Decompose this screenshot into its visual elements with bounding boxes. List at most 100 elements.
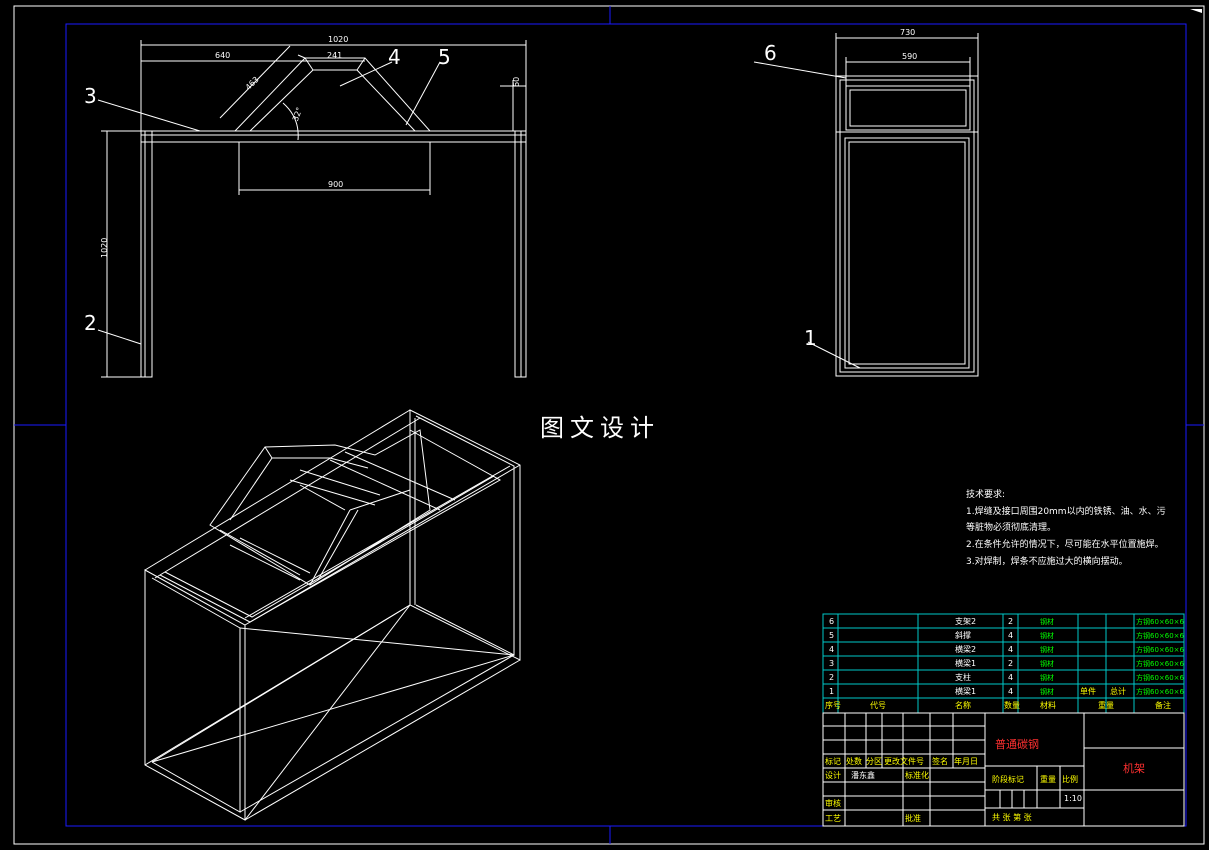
dim-incline: 463 [244, 75, 261, 92]
bom-name: 横梁1 [955, 686, 976, 696]
centering-marks [14, 6, 1204, 844]
bom-table: 6 支架2 2 钢材 方钢60×60×6 5 斜撑 4 钢材 方钢60×60×6… [822, 613, 1185, 714]
callout-6: 6 [764, 41, 777, 65]
bom-material: 钢材 [1040, 659, 1054, 668]
bom-material: 钢材 [1040, 687, 1054, 696]
bom-row: 5 斜撑 4 钢材 方钢60×60×6 [829, 630, 1185, 640]
bom-header-no: 序号 [825, 700, 841, 710]
tb-review: 审核 [825, 798, 841, 808]
tb-sheets: 共 张 第 张 [992, 812, 1032, 822]
bom-material: 钢材 [1040, 673, 1054, 682]
front-hopper-frame [234, 54, 431, 132]
bom-header-total: 总计 [1110, 686, 1126, 696]
bom-row: 4 横梁2 4 钢材 方钢60×60×6 [829, 644, 1185, 654]
dim-height: 1020 [100, 238, 109, 258]
dim-left-segment: 640 [215, 51, 230, 60]
tb-scale: 1:10 [1064, 794, 1082, 803]
callout-3: 3 [84, 84, 97, 108]
front-view: 1020 640 241 463 32° 900 1020 60 3 2 4 5 [84, 35, 527, 378]
front-left-leg [140, 130, 153, 378]
dim-side-outer: 730 [900, 28, 915, 37]
notes-line-1: 1.焊缝及接口周围20mm以内的铁锈、油、水、污 [966, 505, 1166, 517]
callout-5: 5 [438, 45, 451, 69]
bom-no: 1 [829, 687, 834, 696]
notes-line-3: 2.在条件允许的情况下，尽可能在水平位置施焊。 [966, 538, 1164, 550]
watermark-text: 图文设计 [540, 414, 660, 442]
side-outer-frame [835, 75, 979, 377]
tb-sign: 签名 [932, 756, 948, 766]
bom-material: 钢材 [1040, 617, 1054, 626]
tb-mark: 标记 [825, 756, 841, 766]
side-dimensions [753, 33, 979, 369]
bom-row: 3 横梁1 2 钢材 方钢60×60×6 [829, 658, 1185, 668]
bom-name: 支柱 [955, 672, 971, 682]
bom-spec: 方钢60×60×6 [1136, 645, 1185, 654]
isometric-view [144, 409, 521, 821]
dim-bottom-span: 900 [328, 180, 343, 189]
side-view: 730 590 6 1 [753, 28, 979, 377]
bom-header-qty: 数量 [1004, 700, 1020, 710]
bom-spec: 方钢60×60×6 [1136, 631, 1185, 640]
title-block: 普通碳钢 机架 标记 处数 分区 更改文件号 签名 年月日 设计 潘东鑫 标准化… [822, 712, 1185, 827]
bom-spec: 方钢60×60×6 [1136, 617, 1185, 626]
notes-title: 技术要求: [966, 488, 1005, 500]
tb-change-doc: 更改文件号 [884, 756, 924, 766]
bom-material: 钢材 [1040, 645, 1054, 654]
bom-header-material: 材料 [1040, 700, 1056, 710]
bom-qty: 4 [1008, 673, 1013, 682]
bom-name: 横梁1 [955, 658, 976, 668]
callout-2: 2 [84, 311, 97, 335]
tb-designer: 潘东鑫 [851, 770, 875, 780]
tb-count: 处数 [846, 756, 862, 766]
orientation-mark [1190, 9, 1202, 13]
side-top-box [845, 85, 971, 131]
dim-beam-height: 60 [512, 77, 521, 87]
angle-arc [282, 102, 299, 141]
dim-angle: 32° [291, 106, 304, 122]
bom-no: 5 [829, 631, 834, 640]
tb-stage-mark: 阶段标记 [992, 774, 1024, 784]
bom-qty: 4 [1008, 645, 1013, 654]
front-top-beam [140, 130, 527, 143]
bom-qty: 2 [1008, 617, 1013, 626]
tb-date: 年月日 [954, 756, 978, 766]
bom-name: 支架2 [955, 616, 976, 626]
bom-no: 6 [829, 617, 834, 626]
front-callout-leaders [97, 61, 441, 345]
callout-4: 4 [388, 45, 401, 69]
dim-side-inner: 590 [902, 52, 917, 61]
tb-process: 工艺 [825, 814, 841, 823]
bom-header: 序号 代号 名称 数量 材料 单件 总计 重量 备注 [825, 686, 1171, 710]
tb-standard: 标准化 [905, 770, 929, 780]
dim-total-width: 1020 [328, 35, 348, 44]
front-dimensions [101, 40, 527, 378]
bom-header-weight: 重量 [1098, 700, 1114, 710]
bom-qty: 2 [1008, 659, 1013, 668]
notes-line-2: 等脏物必须彻底清理。 [966, 521, 1056, 533]
bom-name: 斜撑 [955, 630, 971, 640]
tb-zone: 分区 [866, 757, 882, 766]
tb-material: 普通碳钢 [995, 737, 1039, 751]
tb-design: 设计 [825, 770, 841, 780]
bom-no: 4 [829, 645, 834, 654]
tb-weight: 重量 [1040, 774, 1056, 784]
bom-header-code: 代号 [870, 700, 886, 710]
bom-qty: 4 [1008, 631, 1013, 640]
callout-1: 1 [804, 326, 817, 350]
tb-drawing-name: 机架 [1123, 761, 1145, 775]
bom-no: 2 [829, 673, 834, 682]
bom-qty: 4 [1008, 687, 1013, 696]
tb-approve: 批准 [905, 813, 921, 823]
tb-scale-label: 比例 [1062, 774, 1078, 784]
bom-name: 横梁2 [955, 644, 976, 654]
notes-line-4: 3.对焊制，焊条不应施过大的横向摆动。 [966, 555, 1128, 567]
bom-spec: 方钢60×60×6 [1136, 673, 1185, 682]
bom-no: 3 [829, 659, 834, 668]
bom-material: 钢材 [1040, 631, 1054, 640]
bom-spec: 方钢60×60×6 [1136, 687, 1185, 696]
dim-top-segment: 241 [327, 51, 342, 60]
bom-row: 6 支架2 2 钢材 方钢60×60×6 [829, 616, 1185, 626]
bom-header-remark: 备注 [1155, 700, 1171, 710]
technical-notes: 技术要求: 1.焊缝及接口周围20mm以内的铁锈、油、水、污 等脏物必须彻底清理… [966, 488, 1166, 567]
